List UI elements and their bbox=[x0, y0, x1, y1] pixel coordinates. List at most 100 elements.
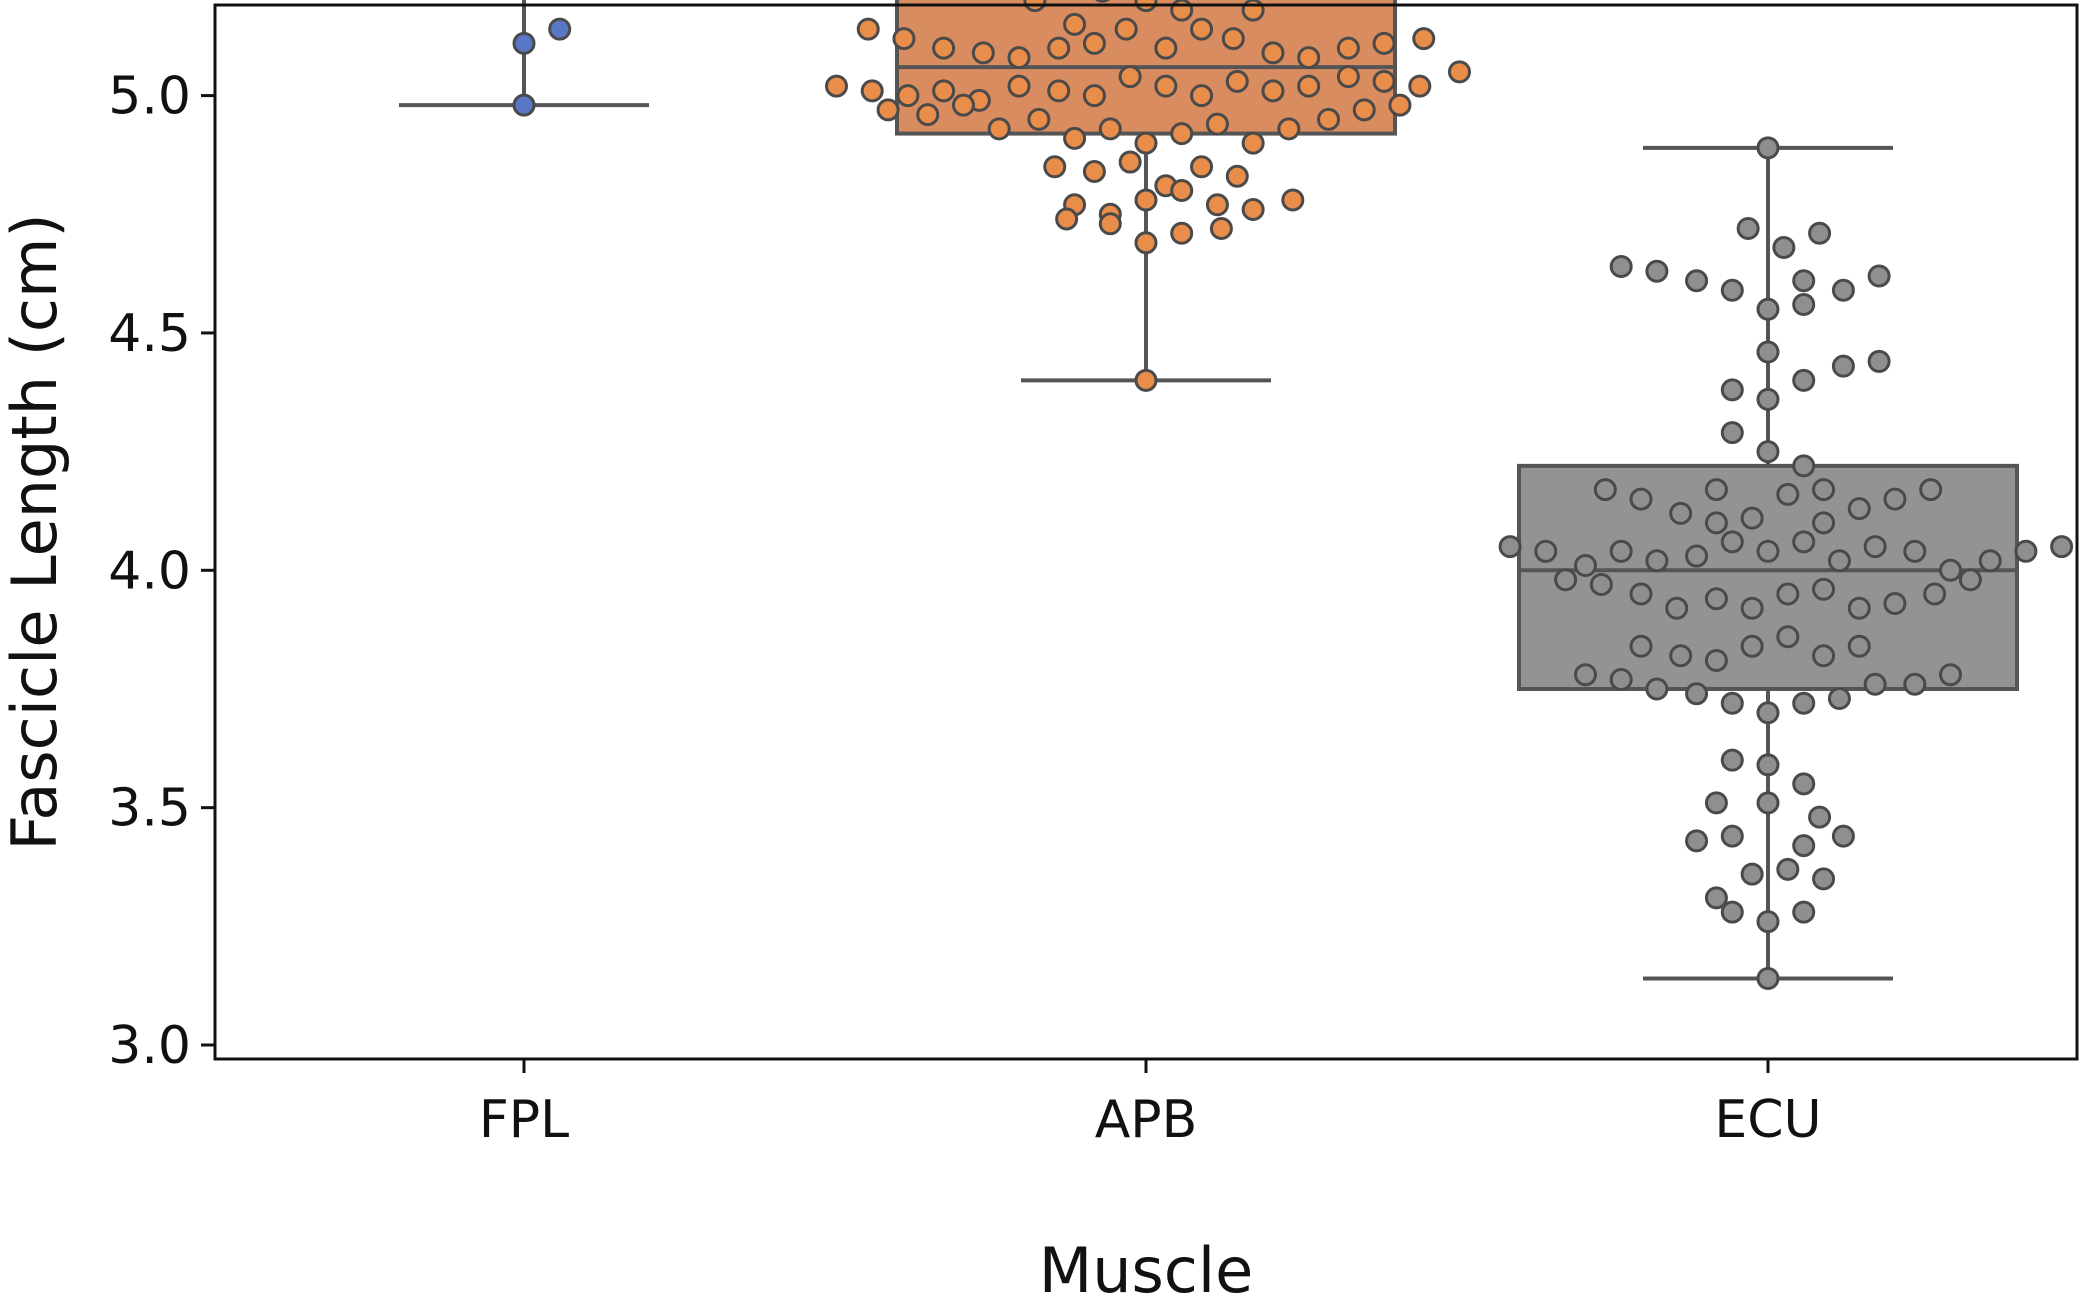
data-point-fpl bbox=[512, 31, 536, 55]
data-point-ecu bbox=[1792, 530, 1816, 554]
data-point-ecu bbox=[1645, 549, 1669, 573]
data-point-ecu bbox=[1923, 582, 1947, 606]
data-point-apb bbox=[1408, 74, 1432, 98]
data-point-apb bbox=[1277, 117, 1301, 141]
data-point-ecu bbox=[1669, 644, 1693, 668]
data-point-apb bbox=[1082, 160, 1106, 184]
data-point-apb bbox=[1225, 69, 1249, 93]
data-point-ecu bbox=[1593, 478, 1617, 502]
data-point-ecu bbox=[1665, 596, 1689, 620]
data-point-apb bbox=[1170, 221, 1194, 245]
data-point-ecu bbox=[1573, 554, 1597, 578]
data-point-apb bbox=[1082, 84, 1106, 108]
data-point-ecu bbox=[1978, 549, 2002, 573]
data-point-ecu bbox=[1756, 136, 1780, 160]
data-point-apb bbox=[1098, 212, 1122, 236]
data-point-apb bbox=[1205, 193, 1229, 217]
data-point-apb bbox=[951, 93, 975, 117]
data-point-ecu bbox=[1812, 511, 1836, 535]
data-point-ecu bbox=[1756, 539, 1780, 563]
data-point-apb bbox=[1336, 36, 1360, 60]
data-point-ecu bbox=[1867, 264, 1891, 288]
data-point-ecu bbox=[1792, 900, 1816, 924]
data-point-ecu bbox=[1776, 625, 1800, 649]
data-point-apb bbox=[971, 41, 995, 65]
y-tick-label: 4.0 bbox=[108, 541, 191, 601]
data-point-apb bbox=[1190, 17, 1214, 41]
data-point-ecu bbox=[1756, 340, 1780, 364]
data-point-apb bbox=[1412, 27, 1436, 51]
data-point-apb bbox=[1043, 155, 1067, 179]
x-tick-label: FPL bbox=[479, 1090, 569, 1150]
data-point-apb bbox=[1241, 131, 1265, 155]
data-point-apb bbox=[1007, 46, 1031, 70]
data-point-ecu bbox=[1831, 354, 1855, 378]
data-point-apb bbox=[1261, 79, 1285, 103]
data-point-ecu bbox=[1847, 497, 1871, 521]
data-point-apb bbox=[1190, 155, 1214, 179]
data-point-apb bbox=[1154, 74, 1178, 98]
data-point-apb bbox=[1082, 31, 1106, 55]
data-point-ecu bbox=[1812, 478, 1836, 502]
data-point-ecu bbox=[1847, 596, 1871, 620]
data-point-ecu bbox=[1867, 349, 1891, 373]
data-point-ecu bbox=[1756, 297, 1780, 321]
data-point-apb bbox=[1205, 112, 1229, 136]
data-point-ecu bbox=[1609, 667, 1633, 691]
data-point-ecu bbox=[1939, 558, 1963, 582]
data-point-ecu bbox=[1812, 644, 1836, 668]
data-point-ecu bbox=[1740, 596, 1764, 620]
data-point-ecu bbox=[1756, 910, 1780, 934]
data-point-apb bbox=[1007, 74, 1031, 98]
data-point-fpl bbox=[548, 17, 572, 41]
data-point-ecu bbox=[1554, 568, 1578, 592]
data-point-ecu bbox=[1704, 511, 1728, 535]
data-point-apb bbox=[1063, 12, 1087, 36]
data-point-ecu bbox=[1847, 634, 1871, 658]
data-point-ecu bbox=[2050, 535, 2074, 559]
data-point-apb bbox=[1388, 93, 1412, 117]
data-point-ecu bbox=[1720, 691, 1744, 715]
data-point-ecu bbox=[1903, 672, 1927, 696]
data-point-apb bbox=[1055, 207, 1079, 231]
y-axis: 3.03.54.04.55.05.56.06.57.0 bbox=[108, 67, 215, 1076]
data-point-apb bbox=[1134, 188, 1158, 212]
data-point-ecu bbox=[1534, 539, 1558, 563]
data-point-ecu bbox=[1669, 501, 1693, 525]
data-point-ecu bbox=[1740, 862, 1764, 886]
data-point-apb bbox=[892, 27, 916, 51]
data-point-ecu bbox=[1756, 387, 1780, 411]
data-point-apb bbox=[932, 36, 956, 60]
data-point-apb bbox=[1134, 131, 1158, 155]
data-point-ecu bbox=[1827, 686, 1851, 710]
data-point-ecu bbox=[1776, 582, 1800, 606]
data-point-ecu bbox=[1685, 544, 1709, 568]
data-point-ecu bbox=[1958, 568, 1982, 592]
data-point-ecu bbox=[1939, 663, 1963, 687]
data-point-apb bbox=[1317, 107, 1341, 131]
data-point-ecu bbox=[1573, 663, 1597, 687]
data-point-apb bbox=[1241, 198, 1265, 222]
data-point-ecu bbox=[1792, 292, 1816, 316]
data-point-apb bbox=[1154, 36, 1178, 60]
data-point-ecu bbox=[1645, 677, 1669, 701]
data-point-ecu bbox=[1883, 487, 1907, 511]
data-point-apb bbox=[1352, 98, 1376, 122]
data-point-apb bbox=[1241, 0, 1265, 22]
data-point-apb bbox=[987, 117, 1011, 141]
data-point-ecu bbox=[1863, 672, 1887, 696]
data-point-apb bbox=[1297, 74, 1321, 98]
data-point-ecu bbox=[1740, 506, 1764, 530]
data-point-apb bbox=[1047, 79, 1071, 103]
data-point-apb bbox=[916, 103, 940, 127]
data-point-ecu bbox=[1883, 592, 1907, 616]
data-point-apb bbox=[1063, 126, 1087, 150]
data-point-ecu bbox=[1720, 824, 1744, 848]
data-point-ecu bbox=[1756, 701, 1780, 725]
data-point-ecu bbox=[1903, 539, 1927, 563]
data-point-apb bbox=[932, 79, 956, 103]
data-point-ecu bbox=[1740, 634, 1764, 658]
y-tick-label: 3.0 bbox=[108, 1016, 191, 1076]
data-point-ecu bbox=[1776, 857, 1800, 881]
